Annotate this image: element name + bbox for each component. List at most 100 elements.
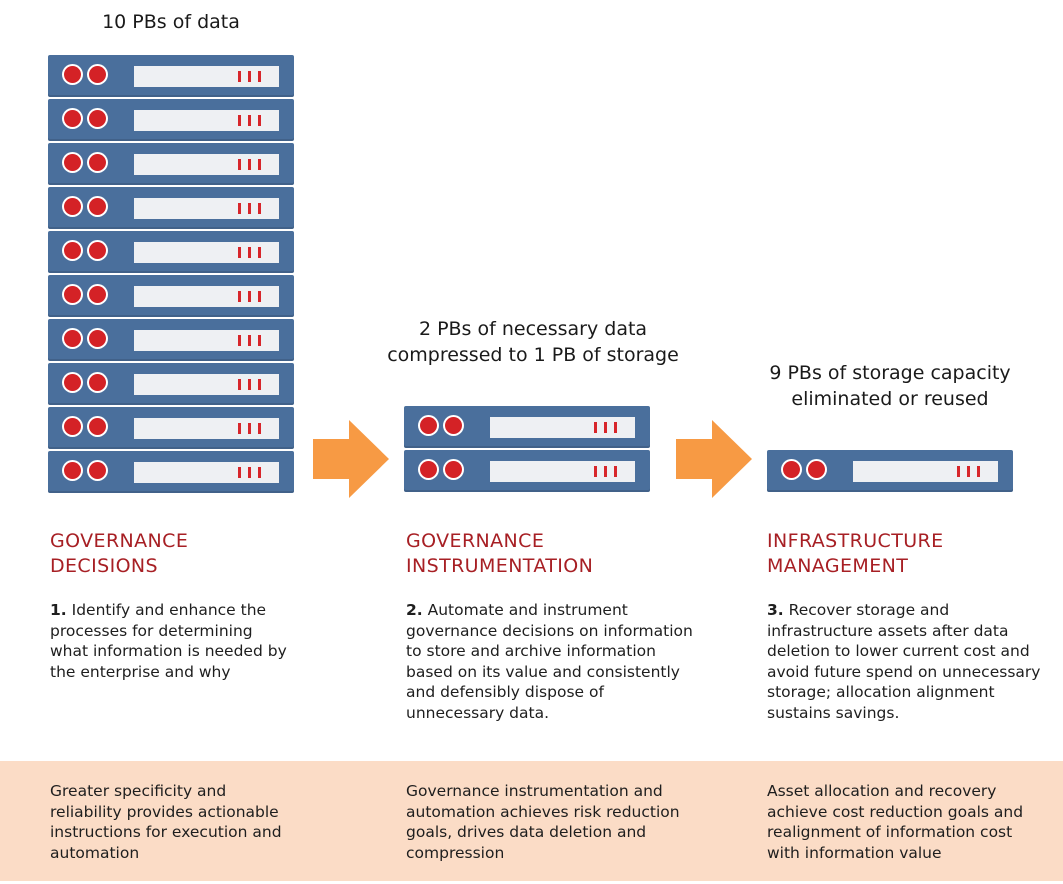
title-line: INSTRUMENTATION xyxy=(406,555,594,577)
section-title-col2: GOVERNANCE INSTRUMENTATION xyxy=(406,529,593,579)
status-light-icon xyxy=(89,154,106,171)
drive-indicator-icon xyxy=(248,115,251,126)
drive-indicator-icon xyxy=(248,247,251,258)
drive-indicator-icon xyxy=(258,247,261,258)
drive-bay-panel xyxy=(134,198,279,219)
desc-line: sustains savings. xyxy=(767,703,900,722)
outcome-col1: Greater specificity and reliability prov… xyxy=(50,781,282,863)
section-title-col1: GOVERNANCE DECISIONS xyxy=(50,529,188,579)
outcomes-band: Greater specificity and reliability prov… xyxy=(0,761,1063,881)
drive-indicator-icon xyxy=(238,159,241,170)
drive-indicator-icon xyxy=(238,247,241,258)
drive-indicator-icon xyxy=(238,423,241,434)
status-light-icon xyxy=(64,374,81,391)
server-rack-unit-icon xyxy=(48,55,294,97)
desc-line: processes for determining xyxy=(50,621,253,640)
outcome-line: instructions for execution and xyxy=(50,823,282,841)
drive-indicator-icon xyxy=(258,379,261,390)
drive-indicator-icon xyxy=(238,335,241,346)
caption-line: 9 PBs of storage capacity xyxy=(769,362,1011,384)
drive-bay-panel xyxy=(134,242,279,263)
description-col1: 1. Identify and enhance the processes fo… xyxy=(50,600,287,682)
drive-indicator-icon xyxy=(614,466,617,477)
drive-indicator-icon xyxy=(238,467,241,478)
drive-indicator-icon xyxy=(248,335,251,346)
status-light-icon xyxy=(89,330,106,347)
server-rack-unit-icon xyxy=(48,407,294,449)
status-light-icon xyxy=(64,330,81,347)
drive-indicator-icon xyxy=(238,291,241,302)
desc-line: governance decisions on information xyxy=(406,621,693,640)
drive-indicator-icon xyxy=(604,466,607,477)
drive-bay-panel xyxy=(134,374,279,395)
status-light-icon xyxy=(89,66,106,83)
desc-line: deletion to lower current cost and xyxy=(767,642,1030,660)
caption-col3: 9 PBs of storage capacity eliminated or … xyxy=(740,360,1040,412)
drive-indicator-icon xyxy=(258,423,261,434)
desc-line: Recover storage and xyxy=(788,601,950,619)
desc-line: the enterprise and why xyxy=(50,662,231,681)
caption-line: 10 PBs of data xyxy=(102,11,240,33)
desc-line: based on its value and consistently xyxy=(406,662,680,681)
step-number: 3. xyxy=(767,601,784,619)
status-light-icon xyxy=(89,418,106,435)
server-rack-unit-icon xyxy=(48,187,294,229)
step-number: 2. xyxy=(406,601,423,619)
section-title-col3: INFRASTRUCTURE MANAGEMENT xyxy=(767,529,944,579)
outcome-line: compression xyxy=(406,843,505,862)
server-stack-col2 xyxy=(404,406,650,496)
server-rack-unit-icon xyxy=(48,319,294,361)
drive-indicator-icon xyxy=(248,203,251,214)
description-col2: 2. Automate and instrument governance de… xyxy=(406,600,693,723)
desc-line: what information is needed by xyxy=(50,642,287,660)
drive-indicator-icon xyxy=(238,203,241,214)
drive-bay-panel xyxy=(134,286,279,307)
status-light-icon xyxy=(808,461,825,478)
outcome-col3: Asset allocation and recovery achieve co… xyxy=(767,781,1023,863)
drive-indicator-icon xyxy=(248,379,251,390)
status-light-icon xyxy=(64,462,81,479)
desc-line: to store and archive information xyxy=(406,642,656,660)
caption-line: eliminated or reused xyxy=(791,388,989,410)
status-light-icon xyxy=(64,286,81,303)
status-light-icon xyxy=(420,417,437,434)
drive-bay-panel xyxy=(490,417,635,438)
drive-indicator-icon xyxy=(258,159,261,170)
outcome-line: automation xyxy=(50,843,140,862)
drive-indicator-icon xyxy=(258,203,261,214)
status-light-icon xyxy=(89,110,106,127)
outcome-line: Greater specificity and xyxy=(50,782,227,800)
outcome-line: Governance instrumentation and xyxy=(406,782,663,800)
drive-bay-panel xyxy=(134,154,279,175)
title-line: GOVERNANCE xyxy=(406,530,545,552)
drive-indicator-icon xyxy=(248,159,251,170)
desc-line: unnecessary data. xyxy=(406,703,550,722)
status-light-icon xyxy=(445,461,462,478)
status-light-icon xyxy=(89,198,106,215)
status-light-icon xyxy=(64,66,81,83)
caption-col2: 2 PBs of necessary data compressed to 1 … xyxy=(360,316,706,368)
drive-indicator-icon xyxy=(258,291,261,302)
drive-bay-panel xyxy=(134,418,279,439)
server-rack-unit-icon xyxy=(404,450,650,492)
drive-indicator-icon xyxy=(258,467,261,478)
server-rack-unit-icon xyxy=(767,450,1013,492)
server-stack-col1 xyxy=(48,55,294,495)
title-line: INFRASTRUCTURE xyxy=(767,530,944,552)
server-rack-unit-icon xyxy=(48,451,294,493)
outcome-col2: Governance instrumentation and automatio… xyxy=(406,781,680,863)
drive-indicator-icon xyxy=(248,467,251,478)
title-line: MANAGEMENT xyxy=(767,555,909,577)
step-number: 1. xyxy=(50,601,67,619)
drive-bay-panel xyxy=(134,110,279,131)
server-rack-unit-icon xyxy=(404,406,650,448)
outcome-line: reliability provides actionable xyxy=(50,802,279,821)
drive-indicator-icon xyxy=(604,422,607,433)
desc-line: and defensibly dispose of xyxy=(406,683,604,701)
drive-indicator-icon xyxy=(594,466,597,477)
status-light-icon xyxy=(64,198,81,215)
outcome-line: Asset allocation and recovery xyxy=(767,782,997,800)
server-rack-unit-icon xyxy=(48,99,294,141)
arrow-right-icon xyxy=(313,420,389,498)
status-light-icon xyxy=(89,374,106,391)
